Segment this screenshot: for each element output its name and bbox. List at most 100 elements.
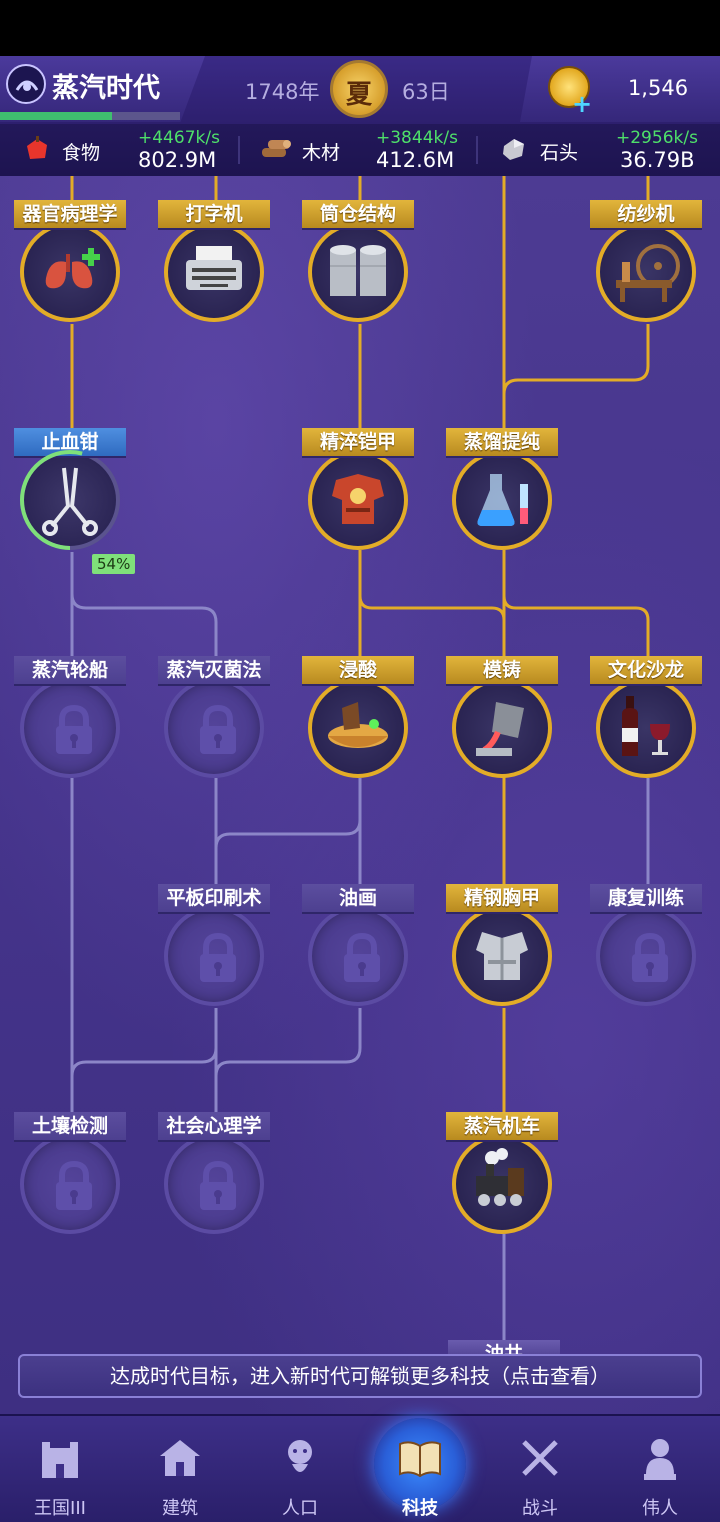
tech-node[interactable]: 蒸汽轮船 xyxy=(12,656,132,796)
tech-node[interactable]: 器官病理学 xyxy=(12,200,132,340)
resource-rate: +2956k/s xyxy=(616,128,698,148)
nav-tab[interactable]: 伟人 xyxy=(600,1416,720,1522)
lock-icon xyxy=(20,678,120,778)
resource-rate: +4467k/s xyxy=(138,128,220,148)
tech-node-label: 模铸 xyxy=(446,656,558,684)
tech-node-label: 筒仓结构 xyxy=(302,200,414,228)
tech-node[interactable]: 精淬铠甲 xyxy=(300,428,420,568)
tech-node[interactable]: 蒸馏提纯 xyxy=(444,428,564,568)
tech-node[interactable]: 土壤检测 xyxy=(12,1112,132,1252)
date-day: 63日 xyxy=(402,80,450,104)
coin-icon xyxy=(548,66,590,108)
resource-rate: +3844k/s xyxy=(376,128,458,148)
add-coins-button[interactable]: + xyxy=(572,90,593,118)
tech-node[interactable]: 打字机 xyxy=(156,200,276,340)
resource-wood[interactable]: 木材 +3844k/s 412.6M xyxy=(240,124,476,176)
nav-tab[interactable]: 战斗 xyxy=(480,1416,600,1522)
locomotive-icon xyxy=(452,1134,552,1234)
tech-node-label: 土壤检测 xyxy=(14,1112,126,1140)
date-year: 1748年 xyxy=(245,80,320,104)
food-icon xyxy=(27,136,47,159)
nav-tab-label: 建筑 xyxy=(162,1498,198,1519)
tech-node[interactable]: 康复训练 xyxy=(588,884,708,1024)
lock-icon xyxy=(164,1134,264,1234)
tech-node-label-text: 模铸 xyxy=(482,659,521,681)
tech-node[interactable]: 蒸汽灭菌法 xyxy=(156,656,276,796)
tech-tree[interactable]: 器官病理学 打字机 筒仓结构 纺纱机止血钳 精淬铠甲 蒸馏提纯蒸汽轮船 蒸汽灭菌法 浸酸 模铸 文… xyxy=(0,176,720,1414)
tech-node-label-text: 纺纱机 xyxy=(617,203,675,225)
tech-node[interactable]: 模铸 xyxy=(444,656,564,796)
breastplate-icon xyxy=(452,906,552,1006)
lock-icon xyxy=(164,678,264,778)
resource-total: 36.79B xyxy=(620,148,695,172)
wine-icon xyxy=(596,678,696,778)
swords-icon xyxy=(516,1434,564,1482)
tech-node-label-text: 平板印刷术 xyxy=(166,887,262,909)
tech-node[interactable]: 浸酸 xyxy=(300,656,420,796)
lock-icon xyxy=(596,906,696,1006)
season-text: 夏 xyxy=(345,80,372,110)
resource-bar: 食物 +4467k/s 802.9M 木材 +3844k/s 412.6M 石头… xyxy=(0,124,720,178)
flask-icon xyxy=(452,450,552,550)
tech-node-label: 康复训练 xyxy=(590,884,702,912)
resource-stone[interactable]: 石头 +2956k/s 36.79B xyxy=(478,124,720,176)
tech-node[interactable]: 精钢胸甲 xyxy=(444,884,564,1024)
tech-node-label-text: 文化沙龙 xyxy=(607,659,684,681)
tech-label-partial[interactable]: 油井 xyxy=(448,1340,560,1354)
tech-node-label-text: 油画 xyxy=(338,887,377,909)
tech-node-label-text: 浸酸 xyxy=(338,659,377,681)
tech-node-label: 蒸汽轮船 xyxy=(14,656,126,684)
tech-node[interactable]: 平板印刷术 xyxy=(156,884,276,1024)
tech-node[interactable]: 纺纱机 xyxy=(588,200,708,340)
nav-tab[interactable]: 科技 xyxy=(360,1416,480,1522)
lock-icon xyxy=(164,906,264,1006)
tech-node-label-text: 筒仓结构 xyxy=(319,203,396,225)
research-progress-ring xyxy=(20,450,120,550)
tech-node-label: 社会心理学 xyxy=(158,1112,270,1140)
tech-node-label: 纺纱机 xyxy=(590,200,702,228)
nav-tab-label: 人口 xyxy=(282,1498,318,1519)
tech-node-label: 浸酸 xyxy=(302,656,414,684)
tech-node[interactable]: 油画 xyxy=(300,884,420,1024)
nav-tab-label: 伟人 xyxy=(642,1498,678,1519)
tech-node-label: 蒸汽机车 xyxy=(446,1112,558,1140)
tech-node-label-text: 打字机 xyxy=(185,203,243,225)
tech-node-label-text: 蒸汽轮船 xyxy=(31,659,108,681)
coin-value: 1,546 xyxy=(627,76,689,100)
tech-label-partial-text: 油井 xyxy=(484,1343,523,1354)
tech-node-label: 器官病理学 xyxy=(14,200,126,228)
tech-node-label-text: 蒸汽灭菌法 xyxy=(166,659,262,681)
spinning-wheel-icon xyxy=(596,222,696,322)
tech-node-label: 打字机 xyxy=(158,200,270,228)
tech-node-label-text: 精淬铠甲 xyxy=(319,431,396,453)
system-status-bar xyxy=(0,0,720,56)
tech-node-label-text: 止血钳 xyxy=(41,431,99,453)
tech-node[interactable]: 社会心理学 xyxy=(156,1112,276,1252)
tech-node[interactable]: 筒仓结构 xyxy=(300,200,420,340)
tech-node-label: 蒸馏提纯 xyxy=(446,428,558,456)
era-panel[interactable]: 蒸汽时代 xyxy=(0,56,205,122)
tech-node-label-text: 蒸汽机车 xyxy=(463,1115,540,1137)
casting-icon xyxy=(452,678,552,778)
tech-node[interactable]: 止血钳 xyxy=(12,428,132,568)
nav-tab[interactable]: 人口 xyxy=(240,1416,360,1522)
era-emblem-icon xyxy=(6,64,46,104)
season-badge[interactable]: 夏 xyxy=(330,60,388,118)
era-goal-banner[interactable]: 达成时代目标，进入新时代可解锁更多科技（点击查看） xyxy=(18,1354,702,1398)
wood-icon xyxy=(262,140,291,157)
bust-icon xyxy=(636,1434,684,1482)
era-progress-bar xyxy=(0,112,180,120)
bottom-nav: 王国III 建筑 人口 科技战斗伟人 xyxy=(0,1414,720,1522)
lock-icon xyxy=(308,906,408,1006)
tech-node[interactable]: 蒸汽机车 xyxy=(444,1112,564,1252)
tech-tree-connectors xyxy=(70,176,650,1342)
tech-node-label: 蒸汽灭菌法 xyxy=(158,656,270,684)
resource-food[interactable]: 食物 +4467k/s 802.9M xyxy=(0,124,238,176)
resource-name: 食物 xyxy=(62,142,101,164)
tech-node[interactable]: 文化沙龙 xyxy=(588,656,708,796)
nav-tab[interactable]: 建筑 xyxy=(120,1416,240,1522)
book-icon xyxy=(396,1434,444,1482)
nav-tab[interactable]: 王国III xyxy=(0,1416,120,1522)
tech-node-label-text: 蒸馏提纯 xyxy=(463,431,540,453)
lock-icon xyxy=(20,1134,120,1234)
